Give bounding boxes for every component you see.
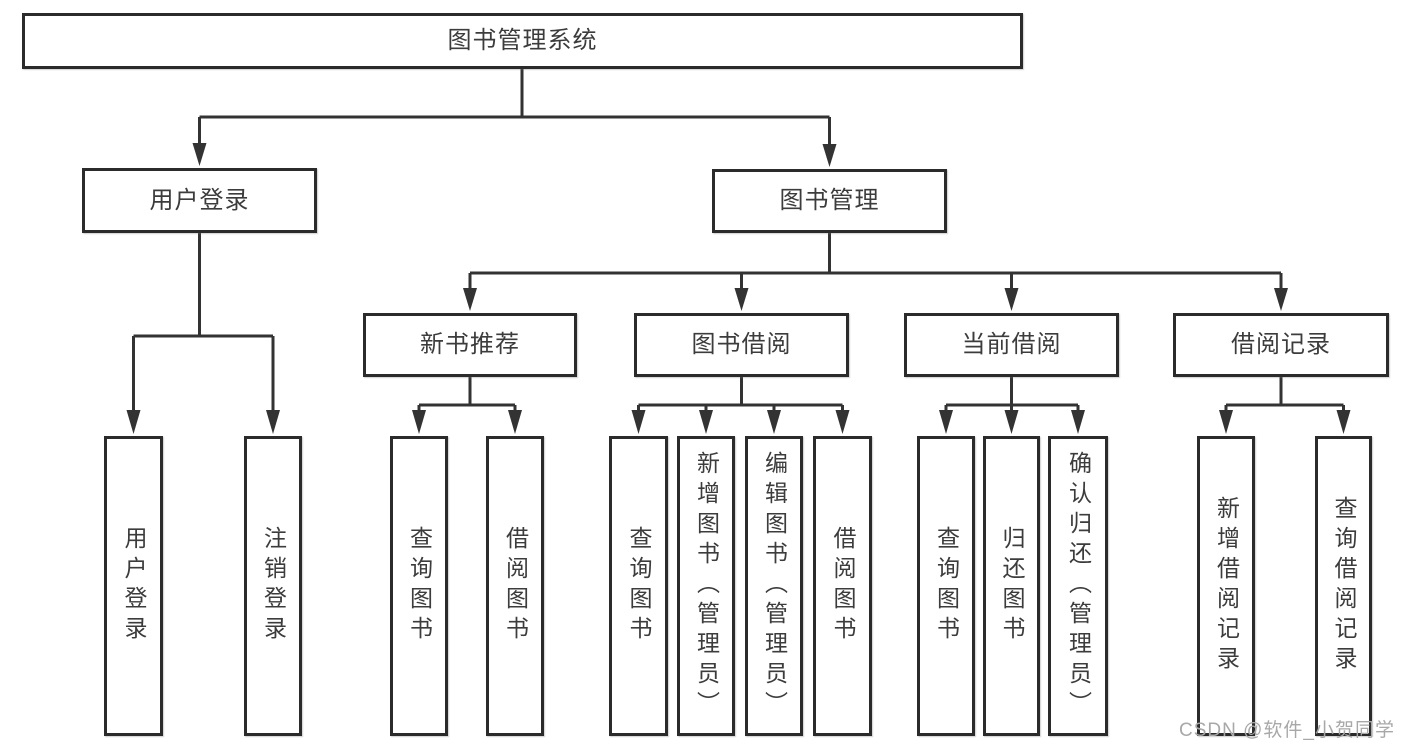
node-new-book-recommend: 新书推荐	[363, 313, 577, 377]
leaf-query-borrow-record: 查询借阅记录	[1315, 436, 1372, 736]
node-borrow-records: 借阅记录	[1173, 313, 1389, 377]
node-book-management-label: 图书管理	[779, 187, 880, 214]
leaf-add-borrow-record: 新增借阅记录	[1197, 436, 1255, 736]
leaf-confirm-return-admin: 确认归还（管理员）	[1048, 436, 1108, 736]
node-book-borrow: 图书借阅	[634, 313, 849, 377]
node-current-borrow: 当前借阅	[904, 313, 1119, 377]
leaf-user-login-label: 用户登录	[121, 526, 147, 646]
leaf-return-book: 归还图书	[983, 436, 1040, 736]
node-new-book-recommend-label: 新书推荐	[420, 331, 520, 358]
leaf-query-books-borrow: 查询图书	[609, 436, 668, 736]
node-book-management: 图书管理	[712, 169, 947, 233]
leaf-query-books-current-label: 查询图书	[933, 526, 960, 646]
node-root-label: 图书管理系统	[447, 27, 598, 54]
node-borrow-records-label: 借阅记录	[1231, 331, 1331, 358]
leaf-logout: 注销登录	[244, 436, 302, 736]
leaf-edit-book-admin-label: 编辑图书（管理员）	[761, 451, 788, 721]
node-user-login-label: 用户登录	[149, 186, 250, 214]
leaf-borrow-books: 借阅图书	[813, 436, 872, 736]
leaf-query-books-borrow-label: 查询图书	[626, 526, 652, 646]
leaf-query-borrow-record-label: 查询借阅记录	[1331, 496, 1357, 676]
leaf-confirm-return-admin-label: 确认归还（管理员）	[1065, 451, 1092, 721]
leaf-add-borrow-record-label: 新增借阅记录	[1213, 496, 1240, 676]
node-current-borrow-label: 当前借阅	[961, 331, 1062, 358]
leaf-query-books-recommend-label: 查询图书	[406, 526, 433, 646]
leaf-borrow-books-recommend-label: 借阅图书	[502, 526, 529, 646]
leaf-borrow-books-label: 借阅图书	[830, 526, 856, 646]
leaf-return-book-label: 归还图书	[999, 526, 1025, 646]
leaf-user-login: 用户登录	[104, 436, 163, 736]
node-book-borrow-label: 图书借阅	[691, 331, 792, 358]
node-root: 图书管理系统	[22, 13, 1023, 69]
leaf-logout-label: 注销登录	[260, 526, 287, 646]
watermark-text: CSDN @软件_小贺同学	[1179, 720, 1395, 741]
leaf-query-books-current: 查询图书	[917, 436, 975, 736]
leaf-edit-book-admin: 编辑图书（管理员）	[745, 436, 803, 736]
node-user-login: 用户登录	[82, 168, 317, 233]
leaf-add-book-admin-label: 新增图书（管理员）	[693, 451, 720, 721]
leaf-query-books-recommend: 查询图书	[390, 436, 448, 736]
leaf-add-book-admin: 新增图书（管理员）	[677, 436, 735, 736]
leaf-borrow-books-recommend: 借阅图书	[486, 436, 544, 736]
